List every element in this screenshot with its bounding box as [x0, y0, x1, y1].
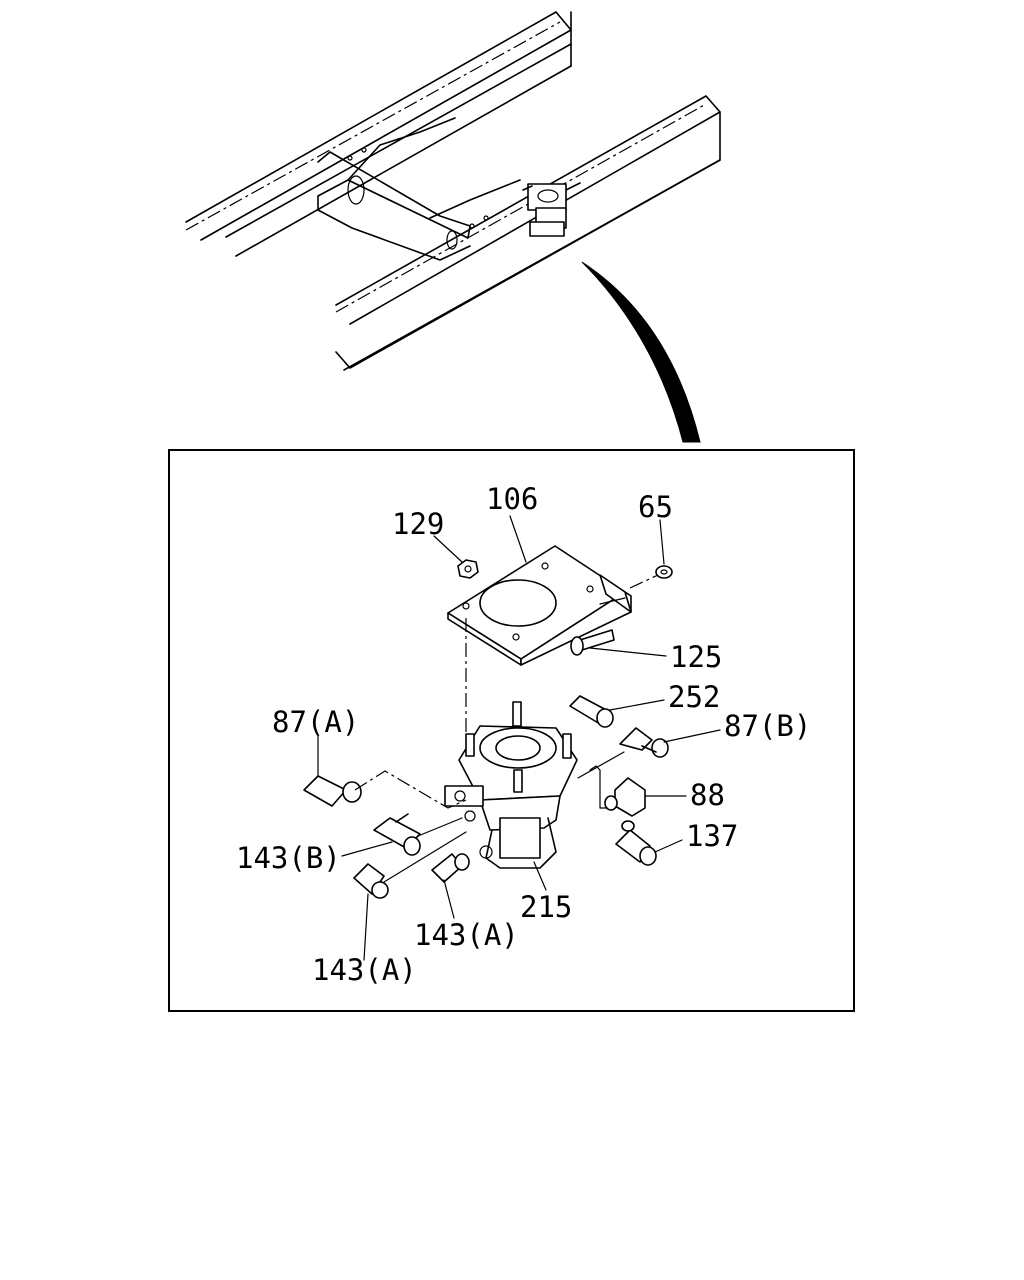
detail-pointer-arrow — [581, 261, 701, 443]
detail-frame — [168, 449, 855, 1012]
assembly-lines — [354, 574, 659, 883]
label-129: 129 — [392, 507, 444, 541]
bolt-125 — [570, 629, 615, 656]
part-labels: 106 129 65 125 252 87(B) 88 137 87(A) 14… — [236, 482, 811, 987]
label-106: 106 — [486, 482, 538, 516]
chassis-frame — [185, 11, 721, 371]
leader-lines — [317, 515, 721, 961]
label-137: 137 — [686, 819, 738, 853]
label-143a-center: 143(A) — [414, 918, 519, 952]
label-88: 88 — [690, 778, 725, 812]
relay-valve-215 — [444, 701, 578, 869]
fitting-252 — [569, 695, 614, 728]
tee-143b — [373, 813, 421, 856]
washer-65 — [655, 565, 673, 579]
valve-location-marker — [522, 182, 581, 237]
nut-129 — [457, 559, 479, 579]
fitting-143a-center — [431, 853, 470, 883]
label-215: 215 — [520, 890, 572, 924]
label-143a-lower: 143(A) — [312, 953, 417, 987]
label-87b: 87(B) — [724, 709, 811, 743]
elbow-137 — [615, 820, 657, 866]
label-125: 125 — [670, 640, 722, 674]
label-143b: 143(B) — [236, 841, 341, 875]
elbow-87a — [303, 775, 362, 807]
label-252: 252 — [668, 680, 720, 714]
fitting-88 — [604, 777, 646, 817]
elbow-87b — [619, 727, 669, 758]
label-87a: 87(A) — [272, 705, 359, 739]
elbow-143a-lower-left — [353, 863, 389, 899]
label-65: 65 — [638, 490, 673, 524]
